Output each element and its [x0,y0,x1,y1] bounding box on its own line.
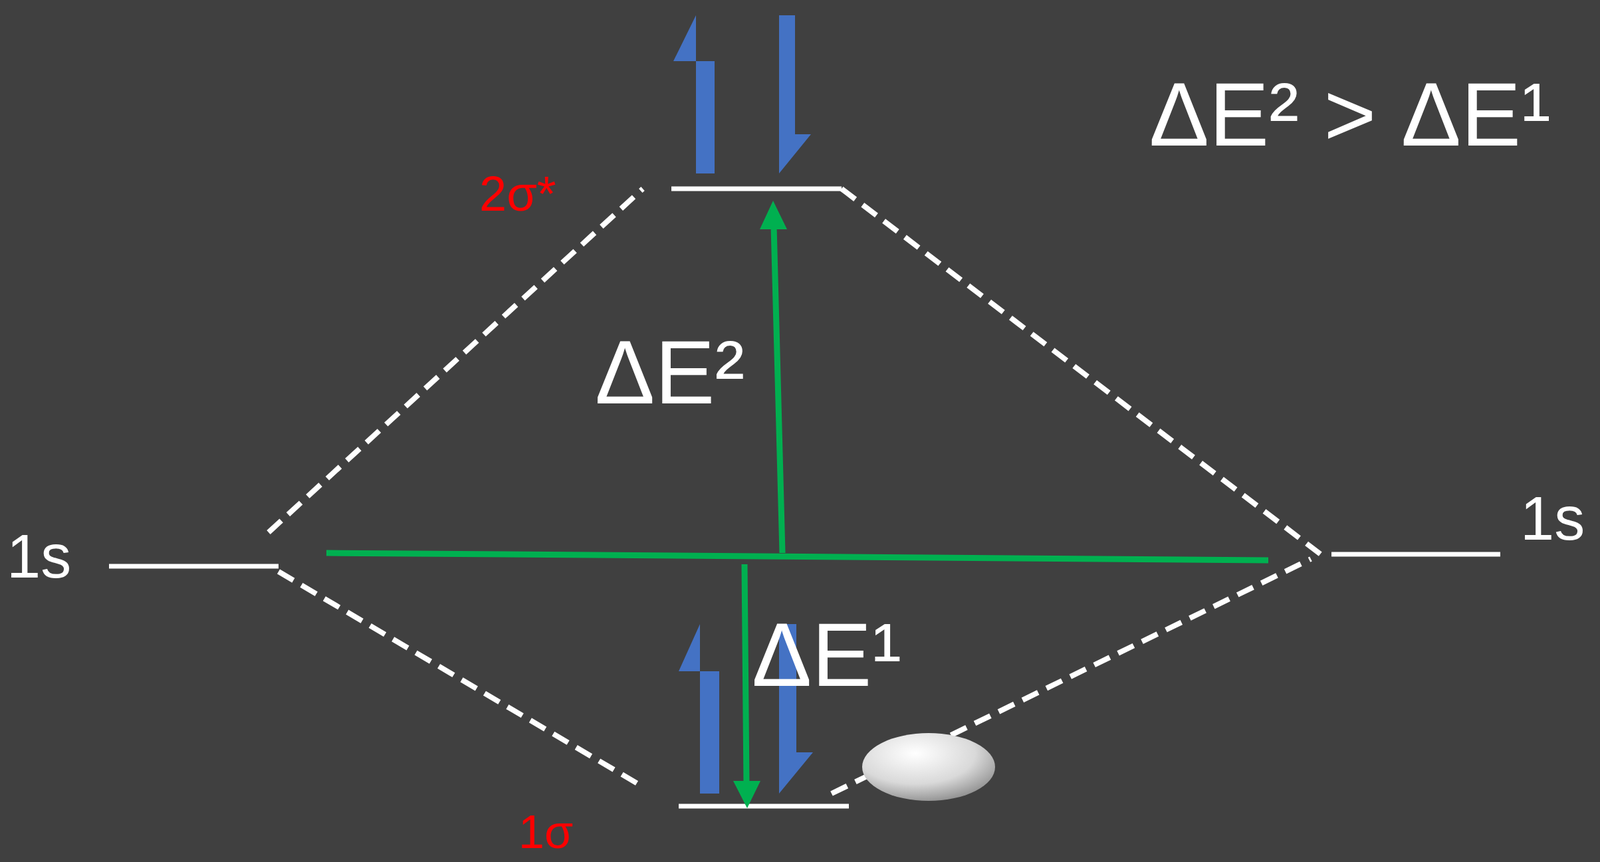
atomic-level [109,564,279,570]
arrowhead [759,200,788,230]
correlation-lines [268,188,1327,794]
shaded-ellipse [862,733,996,801]
bonding-level [678,804,849,809]
orbital-label: 1σ [518,808,573,856]
comparison-note: ΔE² > ΔE¹ [1149,69,1551,160]
orbital-label: 2σ* [479,169,557,219]
energy-gap-label: ΔE¹ [751,610,902,700]
orbital-label: 1s [6,525,72,587]
arrowhead [733,781,761,809]
atomic-level [1331,552,1501,558]
antibonding-level [671,186,842,192]
orbital-label: 1s [1520,487,1585,550]
energy-gap-label: ΔE² [594,327,745,418]
energy-arrows [326,226,1269,785]
